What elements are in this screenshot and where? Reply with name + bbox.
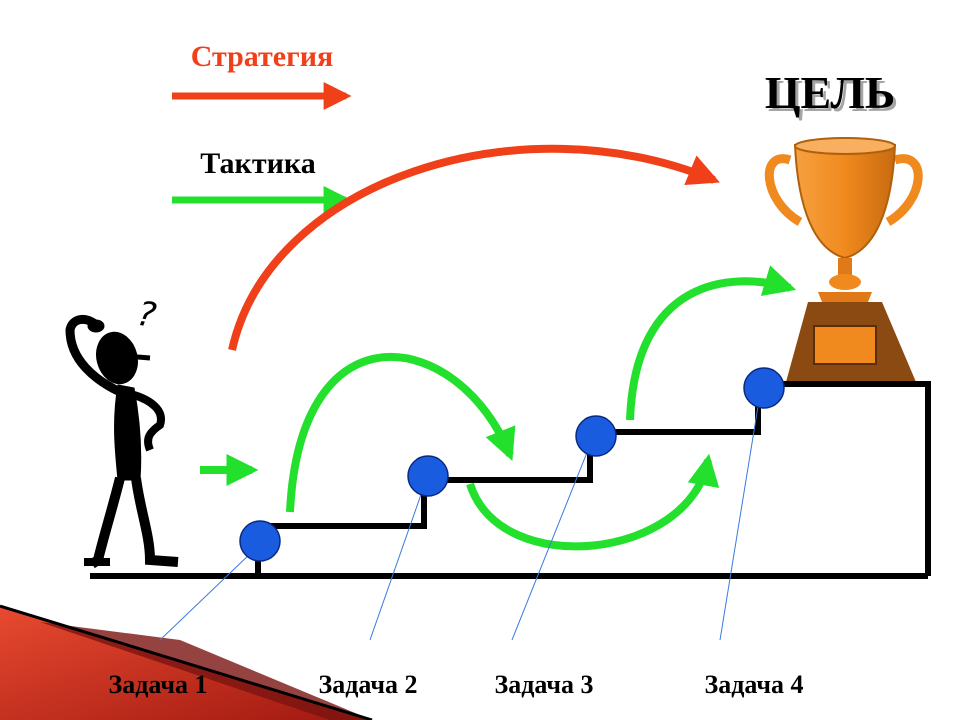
goal-label-shadow: ЦЕЛЬ [768, 70, 899, 121]
question-mark: ? [134, 294, 159, 337]
task-nodes [239, 367, 785, 562]
task-label-4: Задача 4 [705, 670, 804, 699]
task-node-3 [575, 415, 617, 457]
goal-label: ЦЕЛЬ [765, 67, 896, 118]
task-leader-lines [159, 393, 761, 641]
task-node-2 [407, 455, 449, 497]
task-label-2: Задача 2 [319, 670, 418, 699]
trophy-icon [764, 137, 923, 382]
task-label-1: Задача 1 [109, 670, 208, 699]
task-labels: Задача 1 Задача 2 Задача 3 Задача 4 [109, 670, 804, 699]
corner-decoration [0, 604, 373, 720]
task-label-3: Задача 3 [495, 670, 594, 699]
task-node-1 [239, 520, 281, 562]
task-node-4 [743, 367, 785, 409]
staircase [90, 381, 931, 579]
tactic-arrow-1 [286, 352, 516, 513]
strategy-main-arrow [228, 144, 720, 351]
legend: Стратегия Тактика [172, 40, 352, 214]
strategy-label: Стратегия [191, 40, 333, 73]
tactics-label: Тактика [200, 147, 315, 180]
tactic-arrow-2 [466, 453, 720, 551]
thinking-person-icon [65, 314, 179, 569]
tactic-arrow-3 [626, 265, 797, 421]
